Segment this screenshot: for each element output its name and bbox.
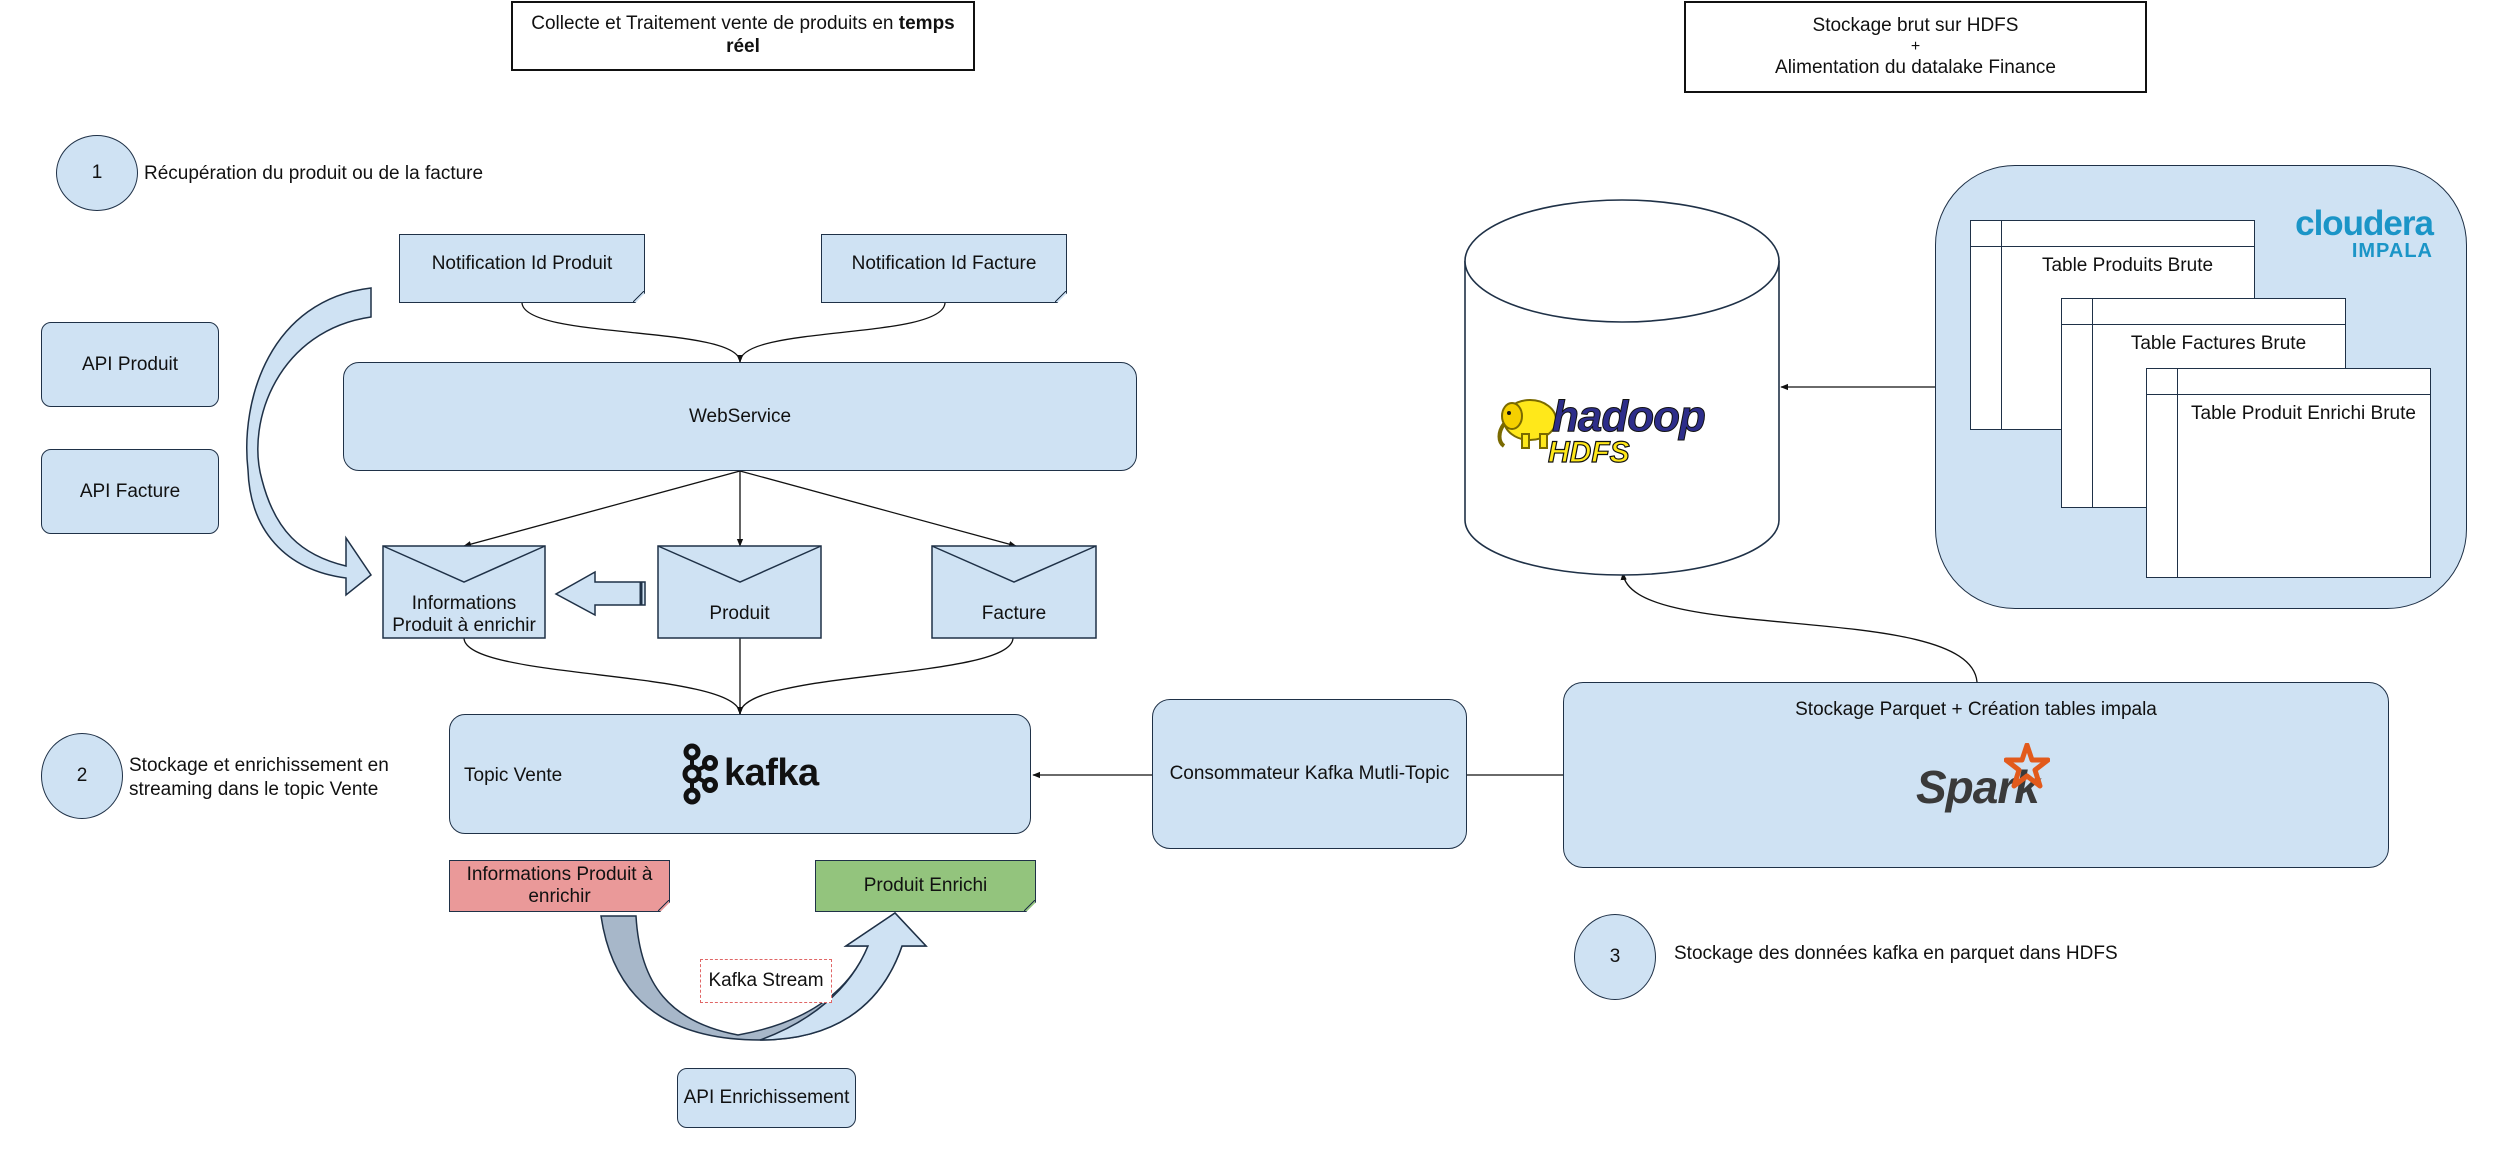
step-3-label: Stockage des données kafka en parquet da… [1674, 943, 2118, 964]
consumer-box: Consommateur Kafka Mutli-Topic [1152, 699, 1467, 849]
table-factures-brute-label: Table Factures Brute [2130, 333, 2307, 354]
message-facture-label: Facture [981, 603, 1047, 624]
step-2-label: Stockage et enrichissement en streaming … [129, 754, 389, 802]
edge-facture-topic [736, 637, 1014, 715]
spark-box-label: Stockage Parquet + Création tables impal… [1795, 699, 2157, 720]
table-header-line [1971, 246, 2254, 247]
stream-input-line2: enrichir [528, 886, 591, 907]
notification-facture-label: Notification Id Facture [851, 253, 1037, 274]
consumer-label: Consommateur Kafka Mutli-Topic [1169, 763, 1450, 785]
edge-webservice-infos [463, 470, 741, 548]
title-left: Collecte et Traitement vente de produits… [511, 1, 975, 71]
message-infos: Informations Produit à enrichir [383, 546, 545, 638]
message-infos-line1: Informations [411, 593, 517, 614]
table-produits-brute-label: Table Produits Brute [2041, 255, 2214, 276]
kafka-stream-label-box: Kafka Stream [700, 959, 832, 1003]
spark-star-icon [2004, 743, 2050, 789]
table-header-line [2147, 394, 2430, 395]
step-2-label-line2: streaming dans le topic Vente [129, 778, 379, 800]
cloudera-logo-text: cloudera [2295, 204, 2434, 243]
kafka-logo-text: kafka [724, 752, 819, 795]
table-column-line [2092, 299, 2093, 507]
cloudera-logo: cloudera IMPALA [2293, 204, 2434, 266]
api-facture-box: API Facture [41, 449, 219, 534]
kafka-stream-label: Kafka Stream [708, 970, 824, 991]
notification-produit-label: Notification Id Produit [431, 253, 613, 274]
envelope-infos [382, 545, 546, 639]
spark-logo: Spark [1916, 743, 2066, 823]
table-column-line [2001, 221, 2002, 429]
hadoop-hdfs-text: HDFS [1547, 435, 1630, 469]
envelope-produit [657, 545, 822, 639]
stream-input-note: Informations Produit à enrichir [449, 860, 670, 912]
kafka-logo: kafka [678, 743, 819, 805]
edge-infos-topic [463, 637, 744, 715]
step-1-label: Récupération du produit ou de la facture [144, 163, 484, 184]
notification-produit-note: Notification Id Produit [399, 234, 645, 303]
api-produit-label: API Produit [81, 353, 179, 375]
step-3-circle: 3 [1574, 914, 1656, 1000]
stream-output-label: Produit Enrichi [863, 875, 988, 897]
step-2-number: 2 [76, 765, 88, 786]
title-right-line1: Stockage brut sur HDFS [1812, 14, 2019, 36]
hollow-arrow-produit-infos [554, 570, 646, 617]
table-column-line [2177, 369, 2178, 577]
hadoop-logo-text: hadoop [1552, 392, 1707, 442]
table-header-line [2062, 324, 2345, 325]
webservice-label: WebService [688, 405, 792, 427]
step-3-number: 3 [1609, 946, 1621, 967]
kafka-icon [682, 743, 718, 805]
edge-spark-hadoop [1620, 572, 1978, 683]
webservice-box: WebService [343, 362, 1137, 471]
edge-notif-facture-webservice [736, 302, 946, 363]
title-right: Stockage brut sur HDFS + Alimentation du… [1684, 1, 2147, 93]
edge-notif-produit-webservice [521, 302, 744, 363]
table-produit-enrichi-brute: Table Produit Enrichi Brute [2146, 368, 2431, 578]
api-facture-label: API Facture [79, 480, 181, 502]
hadoop-elephant-icon [1497, 399, 1557, 449]
impala-logo-text: IMPALA [2351, 240, 2433, 262]
api-produit-box: API Produit [41, 322, 219, 407]
title-left-text: Collecte et Traitement vente de produits… [531, 13, 899, 35]
stream-output-note: Produit Enrichi [815, 860, 1036, 912]
title-right-line3: Alimentation du datalake Finance [1775, 56, 2056, 78]
title-right-line2: + [1910, 38, 1921, 56]
envelope-facture [931, 545, 1097, 639]
step-2-label-line1: Stockage et enrichissement en [129, 755, 389, 776]
message-infos-line2: Produit à enrichir [392, 614, 536, 636]
api-enrichissement-box: API Enrichissement [677, 1068, 856, 1128]
notification-facture-note: Notification Id Facture [821, 234, 1067, 303]
message-produit-label: Produit [709, 603, 770, 624]
message-facture: Facture [932, 546, 1096, 638]
hadoop-logo: hadoop HDFS [1490, 392, 1740, 472]
spark-box: Stockage Parquet + Création tables impal… [1563, 682, 2389, 868]
title-left-bold: temps réel [726, 13, 955, 57]
step-1-number: 1 [91, 162, 103, 183]
stream-input-line1: Informations Produit à [466, 864, 653, 886]
topic-vente-label: Topic Vente [464, 765, 563, 786]
hdfs-cylinder [1464, 199, 1780, 576]
message-produit: Produit [658, 546, 821, 638]
step-2-circle: 2 [41, 733, 123, 819]
step-1-circle: 1 [56, 135, 138, 211]
api-enrichissement-label: API Enrichissement [683, 1087, 850, 1109]
topic-vente-box: Topic Vente kafka [449, 714, 1031, 834]
edge-webservice-facture [739, 470, 1017, 548]
big-curved-arrow [246, 287, 373, 597]
table-produit-enrichi-brute-label: Table Produit Enrichi Brute [2191, 403, 2416, 424]
